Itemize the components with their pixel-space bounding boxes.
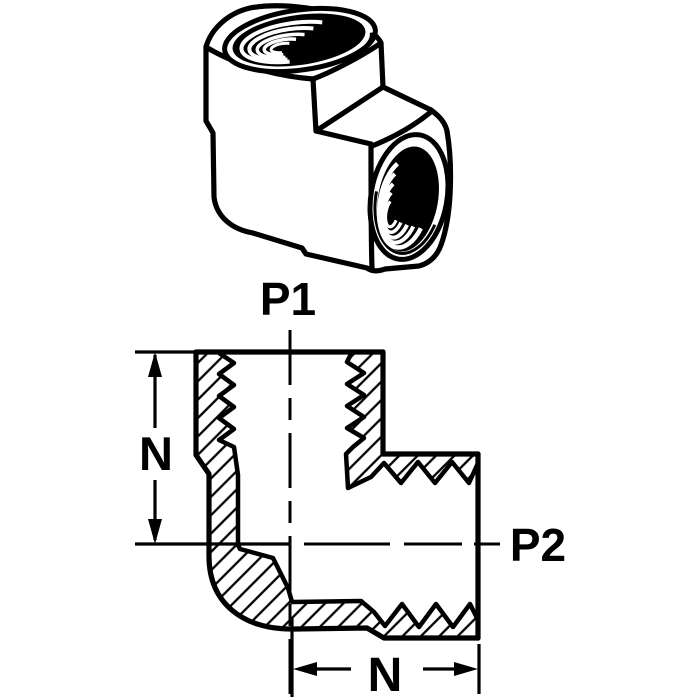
iso-body-outline	[203, 3, 454, 274]
thread-ring	[262, 37, 308, 57]
thread-ring	[247, 26, 335, 62]
dim-n-vertical-label: N	[139, 427, 173, 480]
thread-ring	[384, 197, 400, 229]
thread-ring	[269, 41, 297, 55]
top-bore-chamfer-arc	[227, 12, 373, 74]
iso-side-port-top-edge	[369, 108, 435, 149]
thread-ring	[381, 188, 407, 234]
dimension-n-vertical: N	[135, 350, 196, 544]
iso-step-bottom-edge	[313, 128, 374, 147]
side-bore-chamfer-arc	[373, 139, 445, 255]
top-port-bore	[222, 5, 378, 75]
up-arrowhead	[148, 352, 162, 377]
left-arrowhead	[293, 662, 317, 676]
section-right-top-wall	[343, 349, 481, 491]
section-outer-profile	[193, 349, 481, 641]
cross-section-view	[135, 330, 500, 698]
dim-n-horizontal-label: N	[368, 649, 403, 700]
thread-ring	[378, 167, 422, 245]
port2-label: P2	[510, 519, 566, 571]
side-bore-thread-rings	[376, 156, 432, 250]
iso-step-edge	[313, 84, 386, 134]
top-bore-thread-rings	[239, 19, 349, 65]
iso-front-corner-edge	[310, 76, 319, 134]
thread-ring	[379, 178, 415, 240]
dimension-n-horizontal: N	[290, 618, 481, 700]
down-arrowhead	[148, 519, 162, 544]
thread-ring	[255, 32, 321, 60]
iso-top-face-front-right-edge	[310, 40, 384, 82]
right-arrowhead	[454, 662, 478, 676]
port1-label: P1	[260, 273, 316, 325]
section-outer-profile-right	[380, 349, 481, 457]
isometric-view	[203, 3, 454, 274]
thread-ring	[239, 19, 349, 65]
side-port-bore	[367, 132, 451, 262]
section-left-bottom-wall	[193, 349, 481, 641]
